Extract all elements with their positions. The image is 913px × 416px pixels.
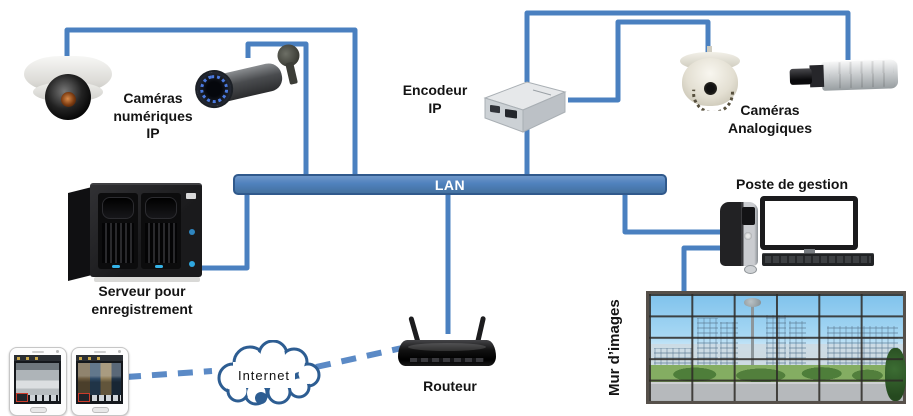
lan-label: LAN: [434, 176, 466, 193]
server-base: [94, 277, 200, 282]
monitor-icon: [760, 196, 864, 268]
adome-lens: [704, 82, 717, 95]
phone-home-button: [30, 407, 47, 413]
label-encoder: Encodeur IP: [402, 82, 468, 116]
label-server: Serveur pour enregistrement: [91, 283, 193, 317]
smartphone-icon: [71, 347, 129, 416]
phone-screen: [76, 355, 123, 404]
dome-lens: [61, 92, 76, 107]
phone-thumbnails: [78, 395, 121, 401]
internet-label: Internet: [238, 368, 290, 383]
cloud-dot: [255, 392, 267, 404]
server-side-panel: [68, 187, 92, 281]
phone-camera-view: [16, 363, 59, 395]
monitor-screen: [760, 196, 858, 250]
smartphone-icon: [9, 347, 67, 416]
video-wall: [646, 291, 906, 404]
server-front-panel: [90, 183, 202, 277]
wire-ipbullet-lan: [245, 41, 309, 178]
wire-ipdome-lan: [64, 27, 358, 178]
label-ip-cameras: Caméras numériques IP: [113, 90, 193, 141]
server-drive-bay: [141, 193, 181, 269]
label-video-wall: Mur d’images: [606, 299, 623, 396]
wire-lan-server: [198, 192, 250, 271]
pc-tower-icon: [716, 202, 762, 268]
wire-phones-cloud: [125, 368, 213, 380]
tower-drive-bay: [742, 207, 755, 225]
ip-dome-camera-icon: [22, 56, 114, 122]
analog-box-camera-icon: [789, 54, 907, 108]
server-logo: [186, 193, 196, 199]
keyboard-icon: [762, 253, 874, 266]
phone-home-button: [92, 407, 109, 413]
mouse-icon: [744, 265, 757, 274]
adome-stub: [707, 46, 712, 54]
phone-thumbnails: [16, 395, 59, 401]
ip-encoder-icon: [483, 81, 567, 133]
bullet-arm: [285, 61, 298, 85]
server-led: [189, 261, 195, 267]
router-icon: [398, 314, 498, 374]
boxcam-ridges: [829, 60, 895, 89]
wire-lan-pc: [622, 192, 720, 235]
internet-cloud-icon: Internet: [217, 340, 321, 406]
phone-screen: [14, 355, 61, 404]
lan-bus: LAN: [233, 174, 667, 195]
server-status-panel: [186, 191, 198, 275]
phone-record-button: [78, 393, 90, 402]
server-drive-bay: [98, 193, 138, 269]
wire-adome-encoder: [568, 19, 711, 103]
analog-dome-camera-icon: [676, 46, 744, 111]
adome-ir-ring: [692, 89, 734, 111]
label-analog-cameras: Caméras Analogiques: [727, 102, 812, 136]
tower-emblem: [744, 232, 752, 240]
boxcam-lens: [789, 68, 813, 86]
recording-server-icon: [68, 183, 204, 285]
phone-camera-view: [78, 363, 121, 395]
label-router: Routeur: [423, 378, 477, 394]
wall-screen-grid: [649, 294, 903, 401]
wire-cloud-router: [315, 345, 403, 370]
router-gloss: [408, 343, 486, 351]
server-led: [189, 229, 195, 235]
router-front-lights: [410, 358, 484, 362]
label-management-station: Poste de gestion: [735, 176, 849, 192]
phone-record-button: [16, 393, 28, 402]
wire-boxcam-encoder: [524, 10, 851, 82]
wire-pc-videowall: [681, 245, 720, 294]
